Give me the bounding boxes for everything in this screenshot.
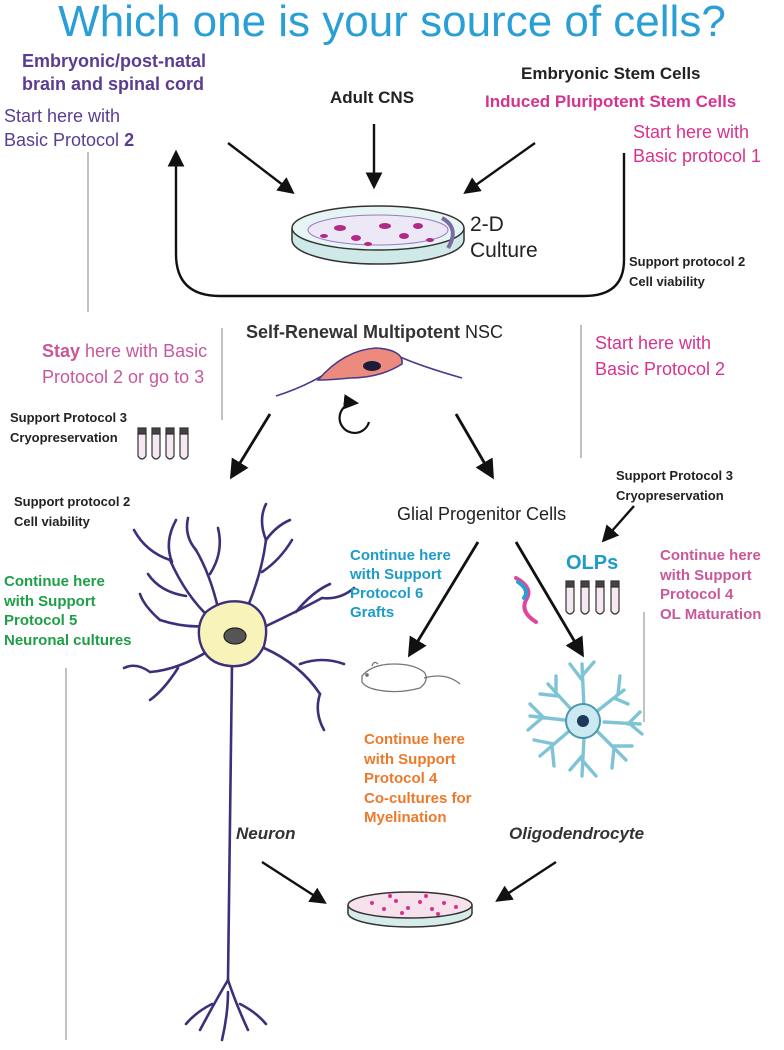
stay-rest: here with Basic (80, 341, 208, 361)
start-line1: Start here with (4, 106, 121, 126)
start-bp1-line2: Basic protocol 1 (633, 146, 762, 166)
source-ipsc: Induced Pluripotent Stem Cells (485, 92, 737, 111)
sp4r-line3: Protocol 4 (660, 586, 734, 603)
nsc-label-abbr: NSC (460, 322, 504, 342)
stay-basic-protocol-2: Stay here with Basic Protocol 2 or go to… (42, 338, 207, 390)
support2-left-line1: Support protocol 2 (14, 494, 131, 509)
glial-arrows (407, 541, 584, 658)
sp5-line1: Continue here (4, 573, 105, 590)
support-protocol-2-left: Support protocol 2 Cell viability (14, 492, 130, 532)
sp5-line3: Protocol 5 (4, 612, 78, 629)
support2-left-line2: Cell viability (14, 514, 90, 529)
support2-top-line1: Support protocol 2 (629, 254, 746, 269)
olp-cell-icon (514, 576, 538, 624)
start-line2: Basic Protocol 2 (4, 128, 134, 152)
support3-left-line2: Cryopreservation (10, 430, 118, 445)
sp4m-line5: Myelination (364, 809, 447, 826)
start-basic-protocol-2-top: Start here with Basic Protocol 2 (4, 104, 134, 152)
sp4m-line4: Co-cultures for (364, 789, 472, 807)
culture-dish-icon (291, 205, 465, 265)
sp5-line2: with Support (4, 592, 96, 610)
stay-word: Stay (42, 341, 81, 361)
nsc-cell-icon (275, 347, 463, 397)
split-arrows (229, 413, 494, 480)
sp6-line3: Protocol 6 (350, 585, 424, 602)
bottom-arrows (261, 860, 557, 904)
culture-2d-line1: 2-D (470, 213, 504, 236)
start-bp1-line1: Start here with (633, 122, 750, 142)
culture-2d-label: 2-D Culture (470, 212, 538, 264)
support-protocol-6: Continue here with Support Protocol 6 Gr… (350, 546, 451, 622)
co-culture-dish-icon (347, 891, 473, 928)
cryo-tubes-left-icon (137, 427, 189, 460)
source-adult-cns: Adult CNS (330, 88, 415, 107)
start-right-line1: Start here with (595, 333, 712, 353)
start-right-line2: Basic Protocol 2 (595, 359, 726, 379)
stay-line1: Stay here with Basic (42, 338, 207, 364)
sp4m-line3: Protocol 4 (364, 770, 438, 787)
glial-progenitor-label: Glial Progenitor Cells (397, 504, 567, 524)
support-protocol-4-maturation: Continue here with Support Protocol 4 OL… (660, 546, 761, 624)
source-embryonic-brain-line1: Embryonic/post-natal (22, 51, 207, 71)
nsc-label: Self-Renewal Multipotent NSC (246, 322, 503, 343)
sp5-line4: Neuronal cultures (4, 631, 132, 649)
guide-lines (65, 152, 645, 1040)
source-arrows (227, 124, 536, 195)
support-protocol-3-right: Support Protocol 3 Cryopreservation (616, 466, 733, 506)
sp4r-line4: OL Maturation (660, 605, 762, 623)
start-line2-number: 2 (124, 130, 135, 150)
support3-left-line1: Support Protocol 3 (10, 410, 127, 425)
start-line2-text: Basic Protocol (4, 130, 125, 150)
olps-label: OLPs (566, 552, 619, 574)
source-esc: Embryonic Stem Cells (521, 64, 701, 83)
neuron-icon (122, 502, 356, 1042)
start-basic-protocol-1: Start here with Basic protocol 1 (633, 120, 761, 168)
self-renewal-arrow-icon (338, 394, 371, 435)
start-basic-protocol-2-right: Start here with Basic Protocol 2 (595, 330, 725, 382)
support2-top-line2: Cell viability (629, 274, 705, 289)
neuron-label: Neuron (236, 824, 296, 843)
nsc-label-main: Self-Renewal Multipotent (246, 322, 461, 342)
cryo-to-olp-arrow (601, 505, 635, 543)
sp4m-line1: Continue here (364, 731, 465, 748)
cryo-tubes-right-icon (565, 580, 620, 615)
support3-right-line1: Support Protocol 3 (616, 468, 733, 483)
rat-icon (361, 661, 461, 693)
oligo-nucleus (577, 715, 589, 727)
sp4r-line2: with Support (660, 566, 752, 584)
sp4r-line1: Continue here (660, 547, 761, 564)
sp6-line1: Continue here (350, 547, 451, 564)
support-protocol-5: Continue here with Support Protocol 5 Ne… (4, 572, 132, 650)
culture-2d-line2: Culture (470, 239, 538, 262)
oligodendrocyte-label: Oligodendrocyte (509, 824, 645, 843)
support-protocol-4-myelination: Continue here with Support Protocol 4 Co… (364, 730, 472, 828)
sp4m-line2: with Support (364, 750, 456, 768)
return-curve (167, 149, 626, 298)
support3-right-line2: Cryopreservation (616, 488, 724, 503)
neuron-nucleus (223, 627, 247, 645)
support-protocol-2-top: Support protocol 2 Cell viability (629, 252, 745, 292)
support-protocol-3-left: Support Protocol 3 Cryopreservation (10, 408, 127, 448)
oligodendrocyte-icon (526, 660, 644, 778)
source-embryonic-brain-line2: brain and spinal cord (22, 74, 205, 94)
sp6-line4: Grafts (350, 604, 395, 621)
sp6-line2: with Support (350, 566, 442, 583)
source-embryonic-brain: Embryonic/post-natal brain and spinal co… (22, 50, 207, 96)
page-title: Which one is your source of cells? (58, 0, 726, 46)
stay-line2: Protocol 2 or go to 3 (42, 367, 205, 387)
